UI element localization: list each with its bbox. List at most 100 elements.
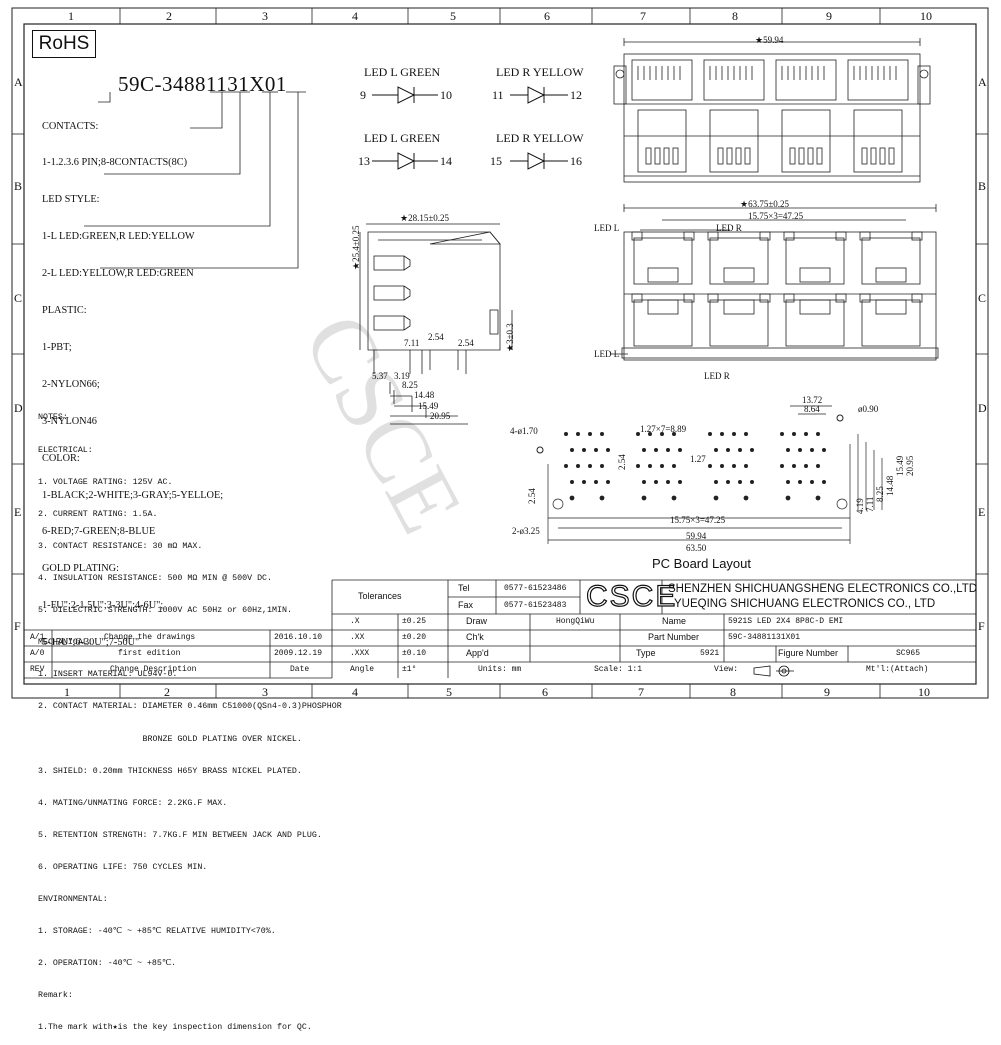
front-port-tab <box>875 299 907 315</box>
pcb-contact-hole <box>666 448 670 452</box>
pcb-contact-hole <box>672 432 676 436</box>
led-1-left-pin: 9 <box>360 88 366 102</box>
fax-value: 0577-61523483 <box>504 601 567 610</box>
tol-xxx-val: ±0.10 <box>402 649 427 658</box>
check-label: Ch'k <box>466 632 484 642</box>
pcb-led-hole <box>815 495 821 501</box>
label-led-r-bottom: LED R <box>704 371 730 381</box>
pcb-contact-hole <box>822 448 826 452</box>
front-port-opening <box>633 237 693 285</box>
front-led-left <box>783 231 795 241</box>
code-line: 1-FU";2-1.5U";3-3U";4-6U"; <box>42 600 164 612</box>
pcb-contact-hole <box>570 480 574 484</box>
pcb-led-hole <box>641 495 647 501</box>
led-3-right-pin: 14 <box>440 154 452 168</box>
top-port-outline <box>847 59 909 101</box>
pcb-layout-title: PC Board Layout <box>652 556 752 571</box>
grid-col-4-bottom: 4 <box>352 685 358 699</box>
front-port-tab <box>647 267 679 283</box>
front-led-left <box>859 293 871 303</box>
grid-col-4: 4 <box>352 9 358 23</box>
pcb-led-hole <box>671 495 677 501</box>
led-2-left-pin: 11 <box>492 88 504 102</box>
part-code: 59C-34881131X01 <box>118 72 287 96</box>
pcb-contact-hole <box>594 480 598 484</box>
view-label: View: <box>714 665 739 674</box>
rev-2-id: A/0 <box>30 649 45 658</box>
top-port-pin <box>672 147 679 165</box>
top-port-pin <box>879 147 886 165</box>
code-line: COLOR: <box>42 452 80 464</box>
code-line: CONTACTS: <box>42 120 99 132</box>
pcb-contact-hole <box>708 464 712 468</box>
front-port-opening <box>709 237 769 285</box>
rev-header-id: REV <box>30 665 45 674</box>
pcb-contact-hole <box>732 464 736 468</box>
draw-value: HongQiWu <box>556 617 595 626</box>
pcb-contact-hole <box>738 480 742 484</box>
dim-pcb-127x7: 1.27×7=8.89 <box>640 424 687 434</box>
pcb-contact-hole <box>744 464 748 468</box>
note-line: ENVIRONMENTAL: <box>38 895 108 905</box>
front-led-left <box>631 231 643 241</box>
front-port-tab <box>875 267 907 283</box>
grid-row-b: B <box>14 179 23 193</box>
pcb-contact-hole <box>636 464 640 468</box>
led-1-right-pin: 10 <box>440 88 452 102</box>
grid-row-e: E <box>14 505 22 519</box>
grid-col-1-bottom: 1 <box>64 685 70 699</box>
tel-value: 0577-61523486 <box>504 584 567 593</box>
projection-symbol-icon <box>753 665 794 677</box>
note-line: NOTES: <box>38 413 68 423</box>
code-line: 1-PBT; <box>42 341 72 353</box>
front-port-tab <box>799 267 831 283</box>
tol-x-val: ±0.25 <box>402 617 427 626</box>
tol-xx: .XX <box>350 633 365 642</box>
dim-side-i: 20.95 <box>430 411 451 421</box>
dim-front-width: ★63.75±0.25 <box>740 199 790 209</box>
pcb-contact-hole <box>588 464 592 468</box>
rev-1-id: A/1 <box>30 633 45 642</box>
grid-col-10: 10 <box>920 9 932 23</box>
front-led-right <box>911 293 923 303</box>
top-port-outline <box>703 59 765 101</box>
dim-side-d: 5.37 <box>372 371 388 381</box>
pcb-contact-hole <box>654 480 658 484</box>
grid-col-1: 1 <box>68 9 74 23</box>
front-led-left <box>783 293 795 303</box>
pcb-contact-hole <box>750 480 754 484</box>
top-view-drawing <box>613 38 931 183</box>
name-value: 5921S LED 2X4 8P8C-D EMI <box>728 617 844 626</box>
tol-angle-val: ±1° <box>402 665 417 674</box>
pcb-contact-hole <box>816 432 820 436</box>
tol-xx-val: ±0.20 <box>402 633 427 642</box>
top-port-outline <box>631 59 693 101</box>
dim-side-f: 8.25 <box>402 380 418 390</box>
top-port-pin <box>870 147 877 165</box>
dim-side-b: 2.54 <box>458 338 474 348</box>
front-led-right <box>911 231 923 241</box>
code-line: 5-15U";6-30U";7-50U" <box>42 637 140 649</box>
pcb-contact-hole <box>720 432 724 436</box>
draw-label: Draw <box>466 616 488 626</box>
front-led-left <box>707 231 719 241</box>
grid-col-6: 6 <box>544 9 550 23</box>
grid-col-9: 9 <box>826 9 832 23</box>
front-port-opening <box>785 237 845 285</box>
pcb-contact-hole <box>804 464 808 468</box>
led-3-left-pin: 13 <box>358 154 370 168</box>
pcb-contact-hole <box>780 464 784 468</box>
pcb-contact-hole <box>672 464 676 468</box>
pcb-led-hole <box>569 495 575 501</box>
rohs-badge: RoHS <box>32 30 96 58</box>
grid-col-5-bottom: 5 <box>446 685 452 699</box>
pcb-contact-hole <box>576 432 580 436</box>
company-name-1: SHENZHEN SHICHUANGSHENG ELECTRONICS CO.,… <box>668 583 978 595</box>
pcb-contact-hole <box>678 480 682 484</box>
pcb-contact-hole <box>642 480 646 484</box>
dim-front-width-value: 63.75±0.25 <box>748 199 790 209</box>
code-line: 2-L LED:YELLOW,R LED:GREEN <box>42 268 194 280</box>
led-4-right-pin: 16 <box>570 154 582 168</box>
front-port-tab <box>723 267 755 283</box>
grid-col-8: 8 <box>732 9 738 23</box>
